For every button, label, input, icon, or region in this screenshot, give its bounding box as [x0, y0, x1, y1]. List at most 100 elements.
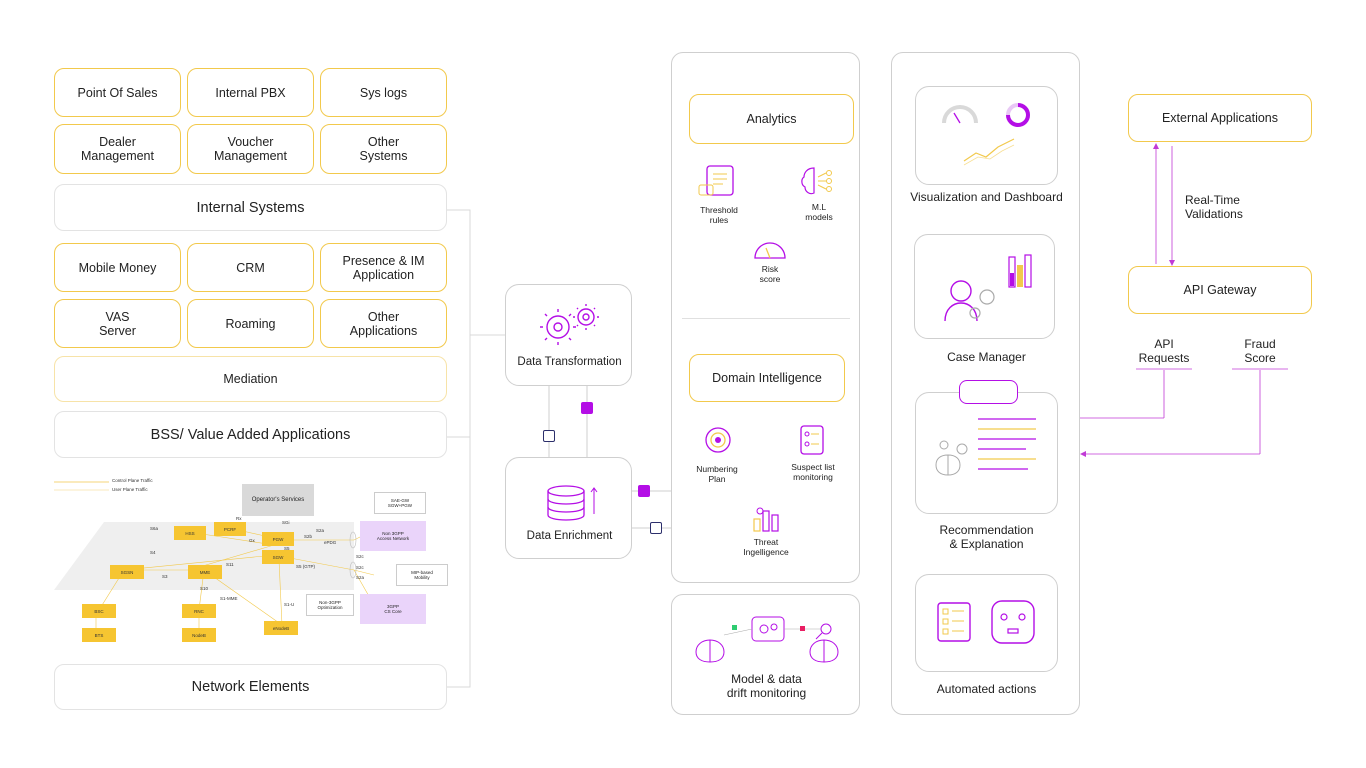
bss-group: BSS/ Value Added Applications	[54, 411, 447, 458]
analytics-panel: Analytics Threshold rules M.L models Ris…	[671, 52, 860, 583]
link-label-s2c: S2c	[356, 554, 364, 559]
ml-models-label: M.L models	[805, 202, 833, 222]
source-voucher-management: Voucher Management	[187, 124, 314, 174]
node-sgw: SGW	[262, 550, 294, 564]
node-hss: HSS	[174, 526, 206, 540]
link-label-s1-u: S1-U	[284, 602, 295, 607]
network-diagram: Control Plane Traffic User Plane Traffic…	[54, 470, 454, 660]
link-label-s2b: S2b	[304, 534, 313, 539]
domain-intelligence-pill: Domain Intelligence	[689, 354, 845, 402]
link-label-s5-gtp: S5 (GTP)	[296, 564, 316, 569]
link-label-s1-mme: S1-MME	[220, 596, 238, 601]
box-non-3gpp-opt: Non-3GPP Optimization	[306, 594, 354, 616]
realtime-validations-label: Real-Time Validations	[1185, 193, 1243, 221]
node-epdg: ePDG	[324, 540, 337, 545]
link-label-sgi: SGi	[282, 520, 290, 525]
ml-models-icon	[801, 167, 832, 195]
drift-monitoring-illustration	[695, 616, 839, 663]
recommendation-label: Recommendation & Explanation	[939, 523, 1034, 551]
database-icon	[547, 485, 598, 521]
api-requests-label: API Requests	[1138, 337, 1190, 365]
analytics-pill: Analytics	[689, 94, 854, 144]
node-pcrf: PCRF	[214, 522, 246, 536]
risk-score-label: Risk score	[759, 264, 781, 284]
source-vas-server: VAS Server	[54, 299, 181, 348]
source-internal-pbx: Internal PBX	[187, 68, 314, 117]
recommendation-tab	[959, 380, 1018, 404]
connector-square-filled-2	[638, 485, 650, 497]
case-manager-card	[914, 234, 1055, 339]
data-enrichment-label: Data Enrichment	[526, 530, 613, 542]
fraud-score-label: Fraud Score	[1244, 337, 1276, 365]
dashboard-icon	[942, 103, 1030, 166]
data-transformation-label: Data Transformation	[517, 356, 622, 368]
link-label-s5: S5	[284, 546, 290, 551]
numbering-plan-icon	[705, 427, 731, 453]
source-crm: CRM	[187, 243, 314, 292]
automated-actions-card	[915, 574, 1058, 672]
source-mobile-money: Mobile Money	[54, 243, 181, 292]
gears-icon	[540, 304, 599, 345]
operator-services-box: Operator's Services	[242, 484, 314, 516]
link-label-s6a: S6a	[150, 526, 159, 531]
suspect-list-icon	[800, 425, 824, 455]
risk-score-icon	[754, 242, 786, 259]
source-other-applications: Other Applications	[320, 299, 447, 348]
external-applications-pill: External Applications	[1128, 94, 1312, 142]
threshold-rules-label: Threshold rules	[700, 205, 738, 225]
source-sys-logs: Sys logs	[320, 68, 447, 117]
panel-divider	[682, 318, 850, 319]
data-transformation-box: Data Transformation	[505, 284, 632, 386]
node-rnc: RNC	[182, 604, 216, 618]
api-gateway-pill: API Gateway	[1128, 266, 1312, 314]
case-manager-icon	[944, 254, 1032, 322]
box-sae-gw: SAE-GW SGW+PGW	[374, 492, 426, 514]
node-bts: BTS	[82, 628, 116, 642]
link-label-s11: S11	[226, 562, 234, 567]
source-presence-im: Presence & IM Application	[320, 243, 447, 292]
node-pgw: PGW	[262, 532, 294, 546]
link-label-s2a: S2a	[316, 528, 325, 533]
legend-control-plane: Control Plane Traffic	[112, 478, 153, 483]
node-enodeb: eNodeB	[264, 621, 298, 635]
numbering-plan-label: Numbering Plan	[696, 464, 738, 484]
link-label-s2a-b: S2a	[356, 575, 365, 580]
recommendation-icon	[935, 418, 1036, 476]
connector-square-outline-2	[650, 522, 662, 534]
link-label-gx: Gx	[249, 538, 255, 543]
threat-intelligence-icon	[753, 507, 779, 532]
node-bsc: BSC	[82, 604, 116, 618]
data-enrichment-box: Data Enrichment	[505, 457, 632, 559]
connector-square-outline-1	[543, 430, 555, 442]
node-sgsn: SGSN	[110, 565, 144, 579]
drift-monitoring-panel: Model & data drift monitoring	[671, 594, 860, 715]
internal-systems-group: Internal Systems	[54, 184, 447, 231]
recommendation-card	[915, 392, 1058, 514]
source-point-of-sales: Point Of Sales	[54, 68, 181, 117]
box-mip-mobility: MIP-based Mobility	[396, 564, 448, 586]
link-label-s10: S10	[200, 586, 209, 591]
source-roaming: Roaming	[187, 299, 314, 348]
case-manager-label: Case Manager	[947, 350, 1026, 364]
node-mme: MME	[188, 565, 222, 579]
link-label-s3: S3	[162, 574, 168, 579]
link-label-rx: Rx	[236, 516, 242, 521]
suspect-list-label: Suspect list monitoring	[791, 462, 835, 482]
outputs-panel: Visualization and Dashboard Case Manager…	[891, 52, 1080, 715]
box-non-3gpp-access: Non 3GPP Access Network	[360, 521, 426, 551]
threat-intelligence-label: Threat Ingelligence	[743, 537, 789, 557]
link-label-s2c-b: S2c	[356, 565, 364, 570]
network-elements-group: Network Elements	[54, 664, 447, 710]
connector-square-filled-1	[581, 402, 593, 414]
source-dealer-management: Dealer Management	[54, 124, 181, 174]
visualization-card	[915, 86, 1058, 185]
legend-user-plane: User Plane Traffic	[112, 487, 148, 492]
visualization-label: Visualization and Dashboard	[910, 190, 1063, 204]
node-nodeb: NodeB	[182, 628, 216, 642]
threshold-rules-icon	[698, 165, 734, 196]
automated-actions-icon	[937, 600, 1035, 644]
mediation-box: Mediation	[54, 356, 447, 402]
link-label-s4: S4	[150, 550, 156, 555]
drift-monitoring-label: Model & data drift monitoring	[726, 672, 807, 700]
box-3gpp-cs-core: 3GPP CS Core	[360, 594, 426, 624]
